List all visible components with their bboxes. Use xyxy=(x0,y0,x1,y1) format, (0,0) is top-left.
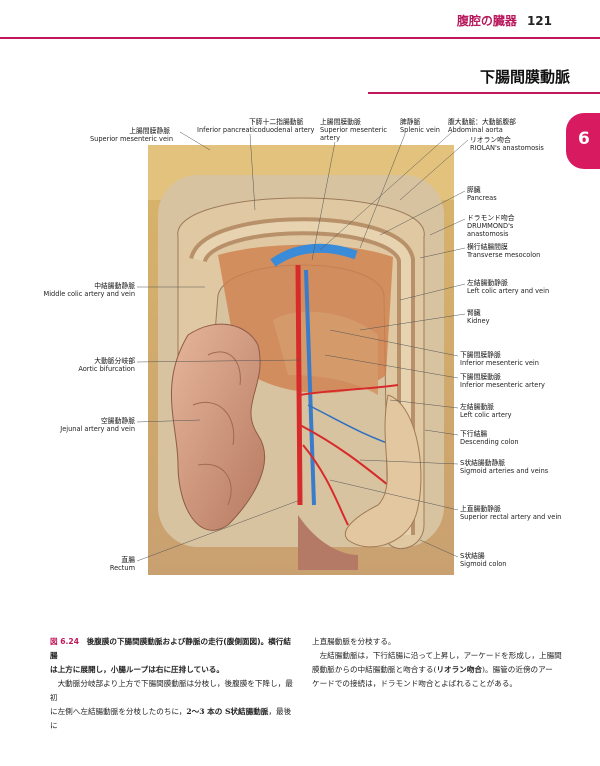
label-rectum: 直腸 Rectum xyxy=(60,556,135,572)
figure-number: 図 6.24 xyxy=(50,637,79,646)
label-ja: 空腸動静脈 xyxy=(101,417,135,425)
label-aortic-bifurcation: 大動脈分岐部 Aortic bifurcation xyxy=(40,357,135,373)
caption-body-line-1: 大動脈分岐部より上方で下腸間膜動脈は分枝し，後腹膜を下降し，最初 xyxy=(50,679,293,702)
label-en: Kidney xyxy=(467,317,490,325)
label-ja: 下行結腸 xyxy=(460,430,488,438)
page-number: 121 xyxy=(526,14,552,28)
label-en: Splenic vein xyxy=(400,126,440,134)
label-en: Transverse mesocolon xyxy=(467,251,541,259)
label-en: Pancreas xyxy=(467,194,497,202)
caption-right-line-3: 膜動脈からの中結腸動脈と吻合する( xyxy=(312,665,437,674)
label-descending-colon: 下行結腸 Descending colon xyxy=(460,430,519,446)
label-en: Inferior mesenteric artery xyxy=(460,381,545,389)
figure-caption: 図 6.24 後腹膜の下腸間膜動脈および静脈の走行(腹側面図)。横行結腸 は上方… xyxy=(50,635,298,733)
label-inferior-pancreaticoduodenal-artery: 下膵十二指腸動脈 Inferior pancreaticoduodenal ar… xyxy=(197,118,314,134)
label-en-2: anastomosis xyxy=(467,230,509,238)
label-inferior-mesenteric-artery: 下腸間膜動脈 Inferior mesenteric artery xyxy=(460,373,545,389)
label-en: Inferior mesenteric vein xyxy=(460,359,539,367)
label-en: Aortic bifurcation xyxy=(78,365,135,373)
figure-title-line-1: 後腹膜の下腸間膜動脈および静脈の走行(腹側面図)。横行結腸 xyxy=(50,637,291,660)
label-sigmoid-arteries-and-veins: S状結腸動静脈 Sigmoid arteries and veins xyxy=(460,459,548,475)
label-splenic-vein: 脾静脈 Splenic vein xyxy=(400,118,440,134)
label-en: Rectum xyxy=(109,564,135,572)
label-en: Superior mesenteric vein xyxy=(90,135,174,143)
label-ja: リオラン吻合 xyxy=(470,136,511,144)
label-en: Middle colic artery and vein xyxy=(43,290,136,298)
label-ja: 左結腸動脈 xyxy=(460,403,494,411)
label-inferior-mesenteric-vein: 下腸間膜静脈 Inferior mesenteric vein xyxy=(460,351,539,367)
anatomical-illustration xyxy=(148,145,454,575)
label-en: Abdominal aorta xyxy=(448,126,503,134)
label-en: Inferior pancreaticoduodenal artery xyxy=(197,126,315,134)
label-en: Sigmoid arteries and veins xyxy=(460,467,549,475)
label-kidney: 腎臓 Kidney xyxy=(467,309,489,325)
label-ja: 脾静脈 xyxy=(400,118,421,126)
caption-right-line-2: 左結腸動脈は，下行結腸に沿って上昇し，アーケードを形成し，上腸間 xyxy=(319,651,562,660)
header-rule xyxy=(0,37,600,39)
label-ja: 上腸間膜動脈 xyxy=(320,118,361,126)
label-left-colic-artery-and-vein: 左結腸動静脈 Left colic artery and vein xyxy=(467,279,549,295)
label-ja: 膵臓 xyxy=(467,186,481,194)
caption-body-line-2: に左側へ左結腸動脈を分枝したのちに， xyxy=(50,707,187,716)
label-en: Superior mesenteric xyxy=(320,126,387,134)
label-en: Left colic artery xyxy=(460,411,512,419)
caption-continued: 上直腸動脈を分枝する。 左結腸動脈は，下行結腸に沿って上昇し，アーケードを形成し… xyxy=(312,635,570,691)
title-rule xyxy=(368,92,600,94)
label-ja: ドラモンド吻合 xyxy=(467,214,515,222)
label-jejunal-artery-and-vein: 空腸動静脈 Jejunal artery and vein xyxy=(30,417,135,433)
label-ja: 中結腸動静脈 xyxy=(94,282,135,290)
running-head: 腹腔の臓器 121 xyxy=(457,12,552,29)
label-en-2: artery xyxy=(320,134,341,142)
chapter-tab[interactable]: 6 xyxy=(566,113,600,169)
chapter-tab-number: 6 xyxy=(578,129,590,149)
label-ja: 腎臓 xyxy=(467,309,481,317)
caption-right-line-1: 上直腸動脈を分枝する。 xyxy=(312,637,396,646)
label-sigmoid-colon: S状結腸 Sigmoid colon xyxy=(460,552,506,568)
label-en: RIOLAN's anastomosis xyxy=(470,144,544,152)
label-superior-mesenteric-vein: 上腸間膜静脈 Superior mesenteric vein xyxy=(90,127,174,143)
label-ja: S状結腸 xyxy=(460,552,485,560)
label-ja: 下腸間膜動脈 xyxy=(460,373,501,381)
label-ja: 下腸間膜静脈 xyxy=(460,351,501,359)
caption-emphasis-riolan: リオラン吻合 xyxy=(436,665,483,674)
label-en: Jejunal artery and vein xyxy=(60,425,135,433)
label-en: Left colic artery and vein xyxy=(467,287,550,295)
label-ja: 直腸 xyxy=(121,556,135,564)
label-ja: 左結腸動静脈 xyxy=(467,279,508,287)
chapter-title: 腹腔の臓器 xyxy=(456,14,517,28)
label-en: DRUMMOND's xyxy=(467,222,514,230)
caption-right-line-4: ケードでの接続は，ドラモンド吻合とよばれることがある。 xyxy=(312,679,518,688)
section-title: 下腸間膜動脈 xyxy=(479,68,570,86)
caption-body-line-2-end: ，最後に xyxy=(50,707,292,730)
label-ja: 下膵十二指腸動脈 xyxy=(249,118,304,126)
label-superior-rectal-artery-and-vein: 上直腸動静脈 Superior rectal artery and vein xyxy=(460,505,561,521)
figure-title-line-2: は上方に展開し，小腸ループは右に圧排している。 xyxy=(50,665,224,674)
label-ja: 大動脈分岐部 xyxy=(94,357,135,365)
label-riolan-anastomosis: リオラン吻合 RIOLAN's anastomosis xyxy=(470,136,544,152)
label-abdominal-aorta: 腹大動脈：大動脈腹部 Abdominal aorta xyxy=(448,118,516,134)
label-pancreas: 膵臓 Pancreas xyxy=(467,186,497,202)
label-superior-mesenteric-artery: 上腸間膜動脈 Superior mesenteric artery xyxy=(320,118,387,142)
label-en: Descending colon xyxy=(460,438,519,446)
label-ja: S状結腸動静脈 xyxy=(460,459,506,467)
label-transverse-mesocolon: 横行結腸間膜 Transverse mesocolon xyxy=(467,243,540,259)
label-ja: 上腸間膜静脈 xyxy=(129,127,170,135)
label-middle-colic-artery-and-vein: 中結腸動静脈 Middle colic artery and vein xyxy=(30,282,136,298)
caption-emphasis-sigmoid: 2〜3 本の S状結腸動脈 xyxy=(186,707,269,716)
label-drummond-anastomosis: ドラモンド吻合 DRUMMOND's anastomosis xyxy=(467,214,515,238)
label-ja: 腹大動脈：大動脈腹部 xyxy=(448,118,516,126)
label-ja: 上直腸動静脈 xyxy=(460,505,501,513)
label-en: Sigmoid colon xyxy=(460,560,507,568)
caption-right-line-3-end: )。腸管の近傍のアー xyxy=(482,665,553,674)
label-ja: 横行結腸間膜 xyxy=(467,243,508,251)
label-left-colic-artery: 左結腸動脈 Left colic artery xyxy=(460,403,512,419)
label-en: Superior rectal artery and vein xyxy=(460,513,562,521)
